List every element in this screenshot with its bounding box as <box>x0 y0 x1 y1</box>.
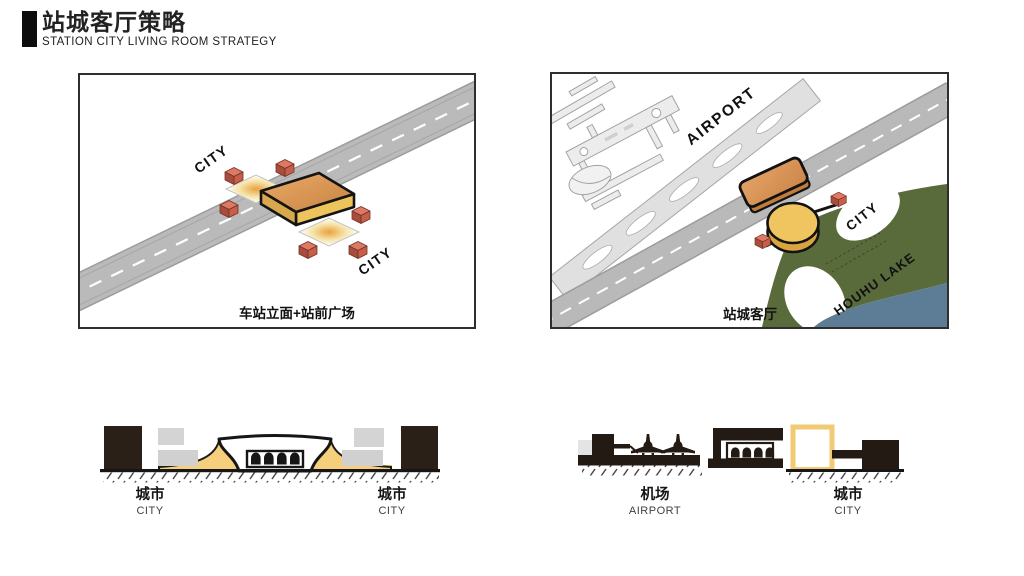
living-room-diagram-svg: AIRPORT CITY HOUHU LAKE 站城客厅 <box>552 75 947 327</box>
jet-bridge <box>614 444 630 449</box>
slide-header: 站城客厅策略 STATION CITY LIVING ROOM STRATEGY <box>22 11 277 48</box>
station-diagram-svg: CITY CITY 车站立面+站前广场 <box>80 80 474 321</box>
ground-line <box>786 469 904 472</box>
railway <box>552 82 947 327</box>
section-label-en: AIRPORT <box>629 505 681 517</box>
building-block <box>354 428 384 447</box>
section-label-en: CITY <box>378 505 405 517</box>
city-block <box>298 241 318 259</box>
section-airport: 机场 AIRPORT 城市 CITY <box>565 420 915 550</box>
diagram-caption: 车站立面+站前广场 <box>239 305 355 321</box>
page-subtitle: STATION CITY LIVING ROOM STRATEGY <box>42 36 277 48</box>
city-building <box>862 440 899 470</box>
city-tower <box>401 426 438 469</box>
station-structure <box>708 428 783 468</box>
forecourt-plaza <box>297 217 361 247</box>
hatching <box>582 465 702 476</box>
land-clearing <box>836 185 900 241</box>
city-label: CITY <box>191 141 231 176</box>
section-label-cn: 机场 <box>641 485 670 503</box>
airplane-icon <box>631 434 665 456</box>
building-block <box>342 450 383 466</box>
ground-line <box>100 469 440 473</box>
section-label-cn: 城市 <box>834 485 863 503</box>
hatching <box>103 472 439 483</box>
building-block <box>158 428 184 445</box>
station-building <box>259 171 356 227</box>
land-paths <box>825 231 889 273</box>
airplane-icon <box>661 434 695 456</box>
hatching <box>789 472 901 483</box>
building-block <box>158 450 198 466</box>
airport-terminal <box>552 75 681 211</box>
page-title: 站城客厅策略 <box>42 9 186 35</box>
apron-ground <box>578 455 700 466</box>
city-tower <box>104 426 142 469</box>
airport-apron <box>568 164 612 196</box>
city-block <box>351 206 371 224</box>
connector-bar <box>832 450 863 459</box>
diagram-caption: 站城客厅 <box>723 306 777 322</box>
living-room-frame <box>790 424 835 472</box>
city-block <box>348 241 368 259</box>
airport-taxiway <box>552 78 822 300</box>
diagram-living-room: AIRPORT CITY HOUHU LAKE 站城客厅 <box>550 72 949 329</box>
section-label-cn: 城市 <box>378 485 407 503</box>
title-accent-bar <box>22 11 37 47</box>
section-label-en: CITY <box>136 505 163 517</box>
section-label-en: CITY <box>834 505 861 517</box>
station-section-svg: 城市 CITY 城市 CITY <box>100 426 440 517</box>
airport-section-svg: 机场 AIRPORT 城市 CITY <box>578 424 904 517</box>
section-station: 城市 CITY 城市 CITY <box>95 420 445 550</box>
section-label-cn: 城市 <box>136 485 165 503</box>
diagram-station-forecourt: CITY CITY 车站立面+站前广场 <box>78 73 476 329</box>
track-arches <box>245 449 305 469</box>
lake <box>814 283 947 327</box>
